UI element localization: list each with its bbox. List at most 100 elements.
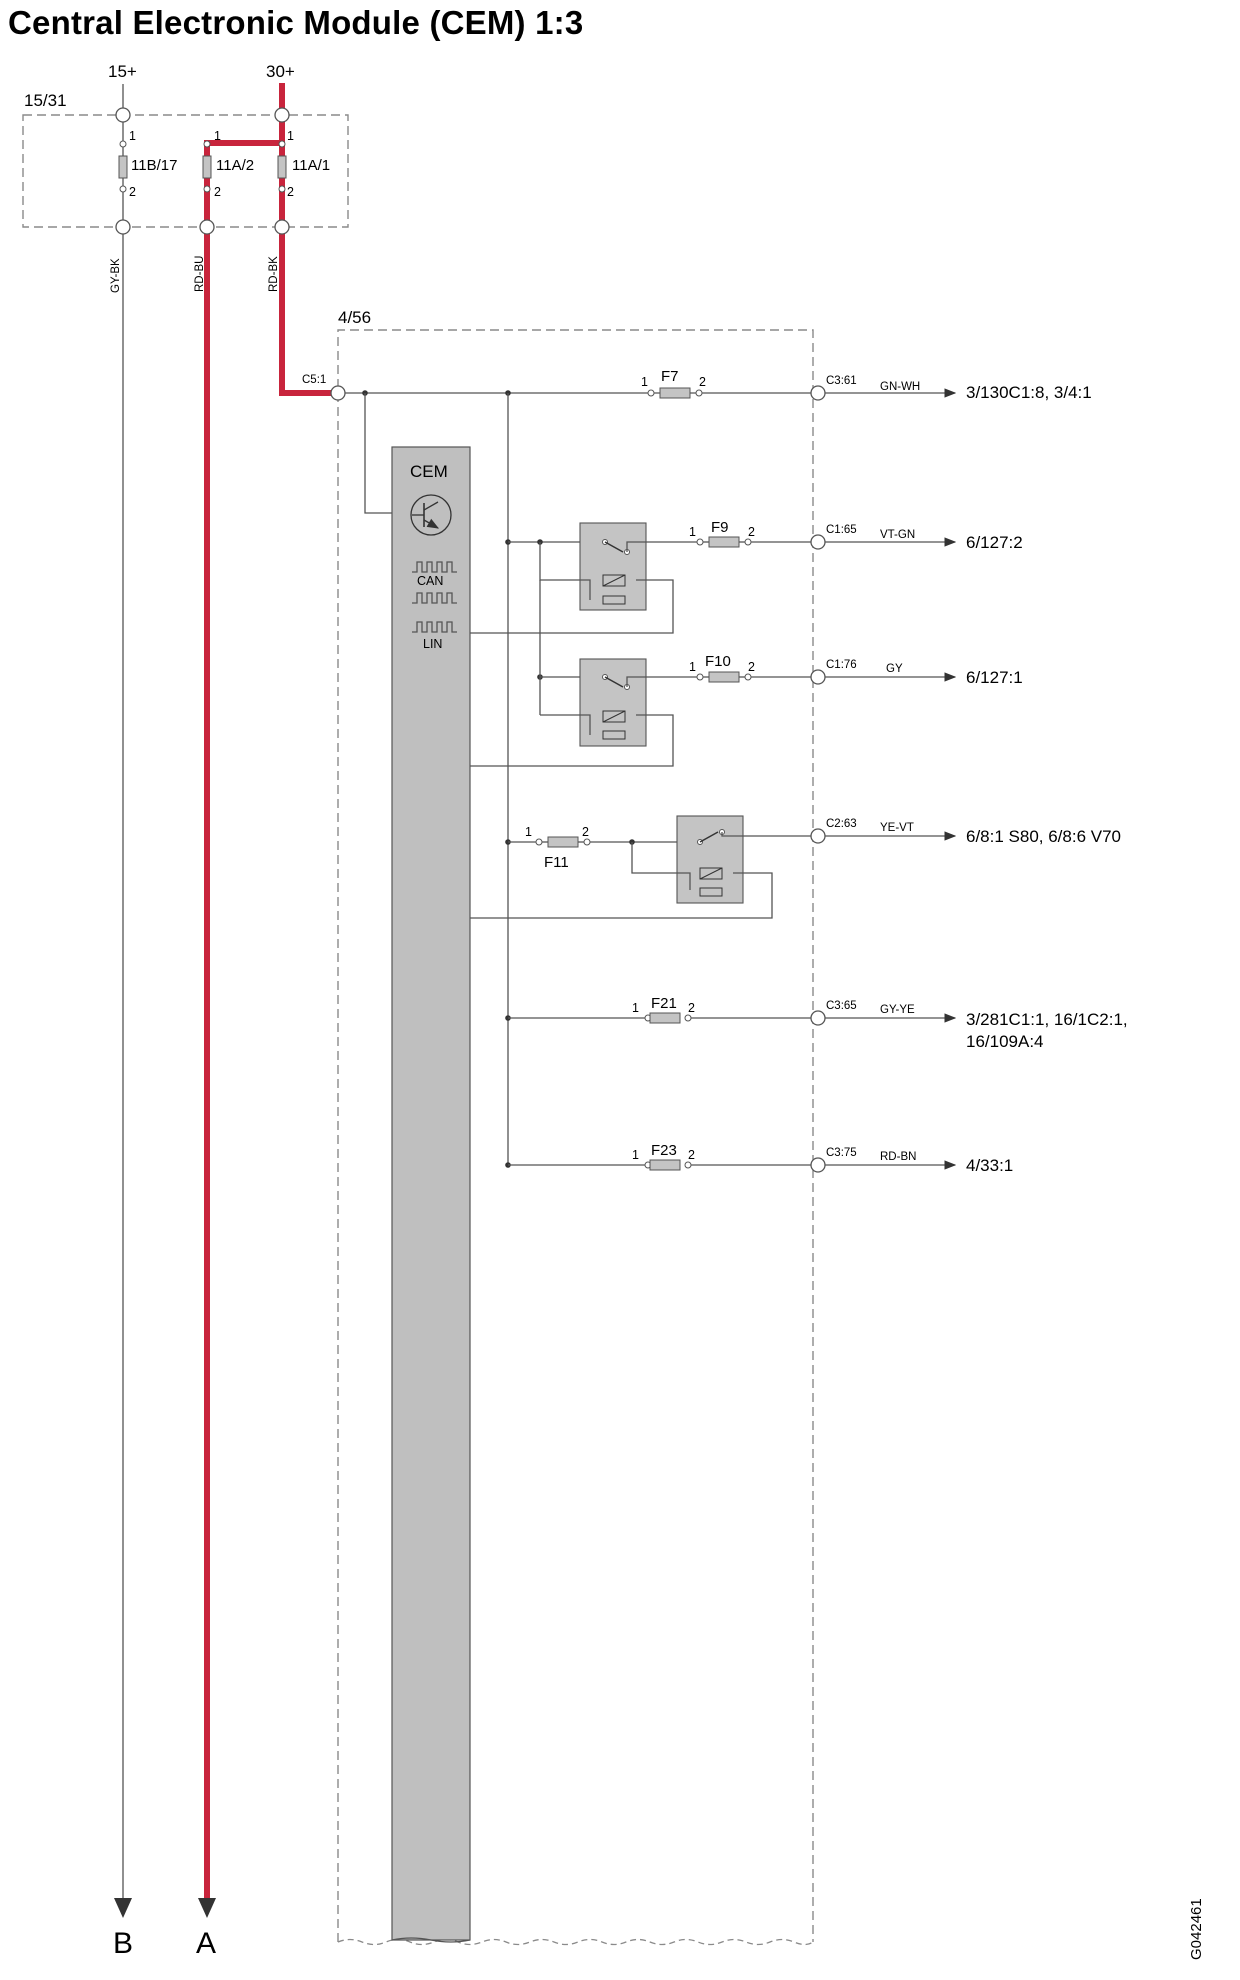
fuse-f9-pin1-label: 1: [689, 525, 696, 539]
fuse-f21-pin1-label: 1: [632, 1001, 639, 1015]
wire-gn-wh-label: GN-WH: [880, 381, 920, 393]
fuse-f21-pin2-label: 2: [688, 1001, 695, 1015]
bat-30-label: 30+: [266, 62, 295, 81]
fuse-f23-pin1-label: 1: [632, 1148, 639, 1162]
fuse-f11-pin1: [535, 838, 543, 846]
wire-f10-switch: [626, 676, 700, 687]
pin-c5-1-label: C5:1: [302, 374, 326, 386]
terminal-15-top: [115, 107, 131, 123]
fuse-f11-label: F11: [544, 854, 569, 871]
fuse-f9-pin1: [696, 538, 704, 546]
connector-c3-61: [810, 385, 826, 401]
cem-outline-break: [337, 1938, 814, 1946]
fuse-11b17-pin1-label: 1: [129, 129, 136, 143]
fuse-f10-pin2-label: 2: [748, 660, 755, 674]
fuse-f11-pin2: [583, 838, 591, 846]
fuse-11a2-pin1-label: 1: [214, 129, 221, 143]
wire-f11-control: [470, 872, 773, 919]
fuse-f11-pin1-label: 1: [525, 825, 532, 839]
fuse-f9-label: F9: [711, 519, 729, 536]
wire-vt-gn-label: VT-GN: [880, 529, 915, 541]
fuse-f7-label: F7: [661, 368, 679, 385]
fuse-11b17-pin1: [119, 140, 127, 148]
fuse-11a2-label: 11A/2: [216, 157, 254, 174]
fuse-11a1-pin2-label: 2: [287, 185, 294, 199]
output-b-label: B: [113, 1927, 133, 1960]
dest-f21-label: 3/281C1:1, 16/1C2:1,: [966, 1010, 1128, 1029]
fuse-f7: [659, 387, 691, 399]
wire-f9-switch: [626, 541, 700, 552]
wire-rd-bk-label: RD-BK: [268, 256, 280, 292]
wire-f10-control: [470, 714, 674, 767]
cem-outline: [337, 329, 814, 1942]
dest-f21-label-line2: 16/109A:4: [966, 1032, 1044, 1051]
page-title: Central Electronic Module (CEM) 1:3: [8, 4, 584, 41]
cem-block: [391, 446, 471, 1941]
relay-f9-switch-icon: [602, 539, 630, 605]
fuse-11a1: [277, 155, 287, 179]
fuse-f11-pin2-label: 2: [582, 825, 589, 839]
fuse-f23-pin2-label: 2: [688, 1148, 695, 1162]
fuse-11a1-pin2: [278, 185, 286, 193]
fuse-f10-pin1: [696, 673, 704, 681]
fuse-f21-pin2: [684, 1014, 692, 1022]
fuse-f23-label: F23: [651, 1142, 677, 1159]
wire-gy-bk-label: GY-BK: [110, 258, 122, 293]
wire-ye-vt-label: YE-VT: [880, 822, 914, 834]
fuse-11a1-pin1-label: 1: [287, 129, 294, 143]
connector-c3-65-label: C3:65: [826, 1000, 857, 1012]
connector-c3-61-label: C3:61: [826, 375, 857, 387]
fuse-11a1-pin1: [278, 140, 286, 148]
fuse-f10-pin1-label: 1: [689, 660, 696, 674]
wire-f10-coil: [540, 714, 591, 735]
fuse-11a2-pin2-label: 2: [214, 185, 221, 199]
ign-15-label: 15+: [108, 62, 137, 81]
wire-gy-label: GY: [886, 663, 903, 675]
fuse-11a2-pin2: [203, 185, 211, 193]
dest-f10-label: 6/127:1: [966, 668, 1023, 687]
fuse-f9: [708, 536, 740, 548]
fuse-f7-pin1: [647, 389, 655, 397]
figure-id-label: G042461: [1188, 1898, 1205, 1960]
connector-c1-76: [810, 669, 826, 685]
terminal-11a2-bottom: [199, 219, 215, 235]
wire-rd-bn-label: RD-BN: [880, 1151, 916, 1163]
can-wave-icon: [412, 561, 457, 573]
fuse-f23-pin2: [684, 1161, 692, 1169]
connector-c1-65-label: C1:65: [826, 524, 857, 536]
connector-c2-63-label: C2:63: [826, 818, 857, 830]
fuse-f21: [649, 1012, 681, 1024]
fuse-f9-pin2: [744, 538, 752, 546]
dest-f23-label: 4/33:1: [966, 1156, 1013, 1175]
can-wave2-icon: [412, 592, 457, 604]
wire-gy-ye-label: GY-YE: [880, 1004, 915, 1016]
wire-f9-control: [470, 579, 674, 634]
fuse-f10-label: F10: [705, 653, 731, 670]
connector-c1-76-label: C1:76: [826, 659, 857, 671]
fuse-f23: [649, 1159, 681, 1171]
terminal-15-bottom: [115, 219, 131, 235]
connector-c2-63: [810, 828, 826, 844]
arrow-b-icon: [114, 1898, 132, 1918]
connector-c3-75-label: C3:75: [826, 1147, 857, 1159]
fuse-f7-pin2-label: 2: [699, 375, 706, 389]
connector-c3-75: [810, 1157, 826, 1173]
fuse-f10: [708, 671, 740, 683]
pin-c5-1: [330, 385, 346, 401]
lin-label: LIN: [423, 637, 442, 651]
fuse-11b17-label: 11B/17: [131, 157, 177, 174]
fusebox-label: 15/31: [24, 91, 67, 110]
lin-wave-icon: [412, 621, 457, 633]
fuse-f10-pin2: [744, 673, 752, 681]
wire-rd-bu-label: RD-BU: [194, 256, 206, 292]
connector-c3-65: [810, 1010, 826, 1026]
terminal-30-bottom: [274, 219, 290, 235]
fuse-f7-pin1-label: 1: [641, 375, 648, 389]
power-30-branch: [204, 140, 285, 1908]
wire-transistor-feed: [364, 393, 392, 514]
cem-ref-label: 4/56: [338, 308, 371, 327]
relay-f10-switch-icon: [602, 674, 630, 740]
fuse-11a2: [202, 155, 212, 179]
fuse-f9-pin2-label: 2: [748, 525, 755, 539]
